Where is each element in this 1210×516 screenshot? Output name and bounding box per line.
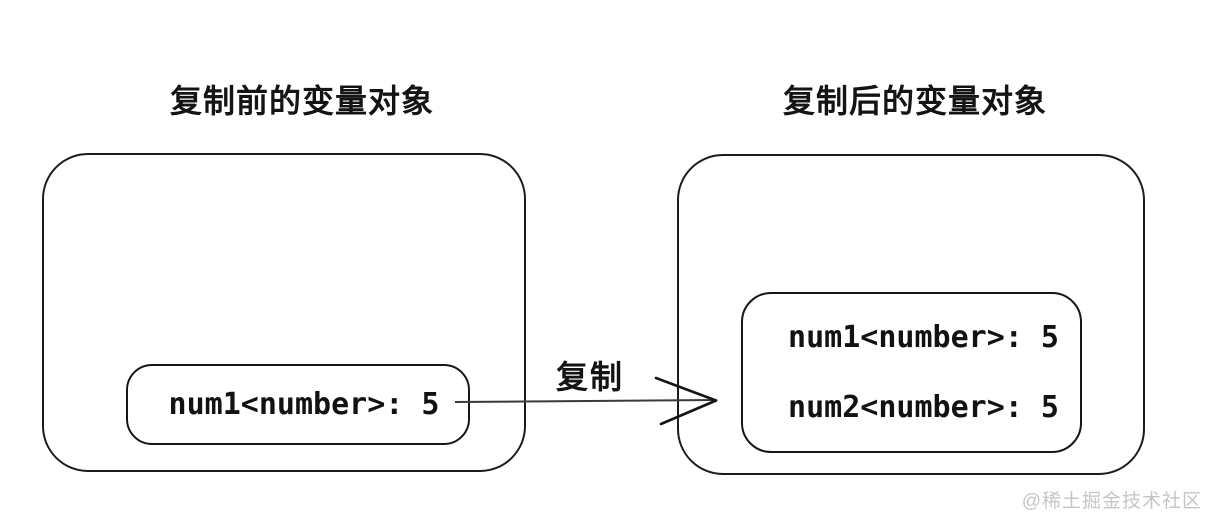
before-copy-title: 复制前的变量对象 <box>169 83 434 119</box>
variable-entry-num1: num1<number>: 5 <box>788 319 1059 355</box>
copy-arrow-label: 复制 <box>555 359 624 395</box>
after-copy-title: 复制后的变量对象 <box>782 83 1047 119</box>
variable-entry-num1: num1<number>: 5 <box>168 386 440 422</box>
before-copy-variables-box: num1<number>: 5 <box>126 364 470 445</box>
variable-entry-num2: num2<number>: 5 <box>788 389 1059 425</box>
after-copy-variables-box: num1<number>: 5 num2<number>: 5 <box>741 292 1082 453</box>
watermark-text: @稀土掘金技术社区 <box>1021 491 1202 512</box>
